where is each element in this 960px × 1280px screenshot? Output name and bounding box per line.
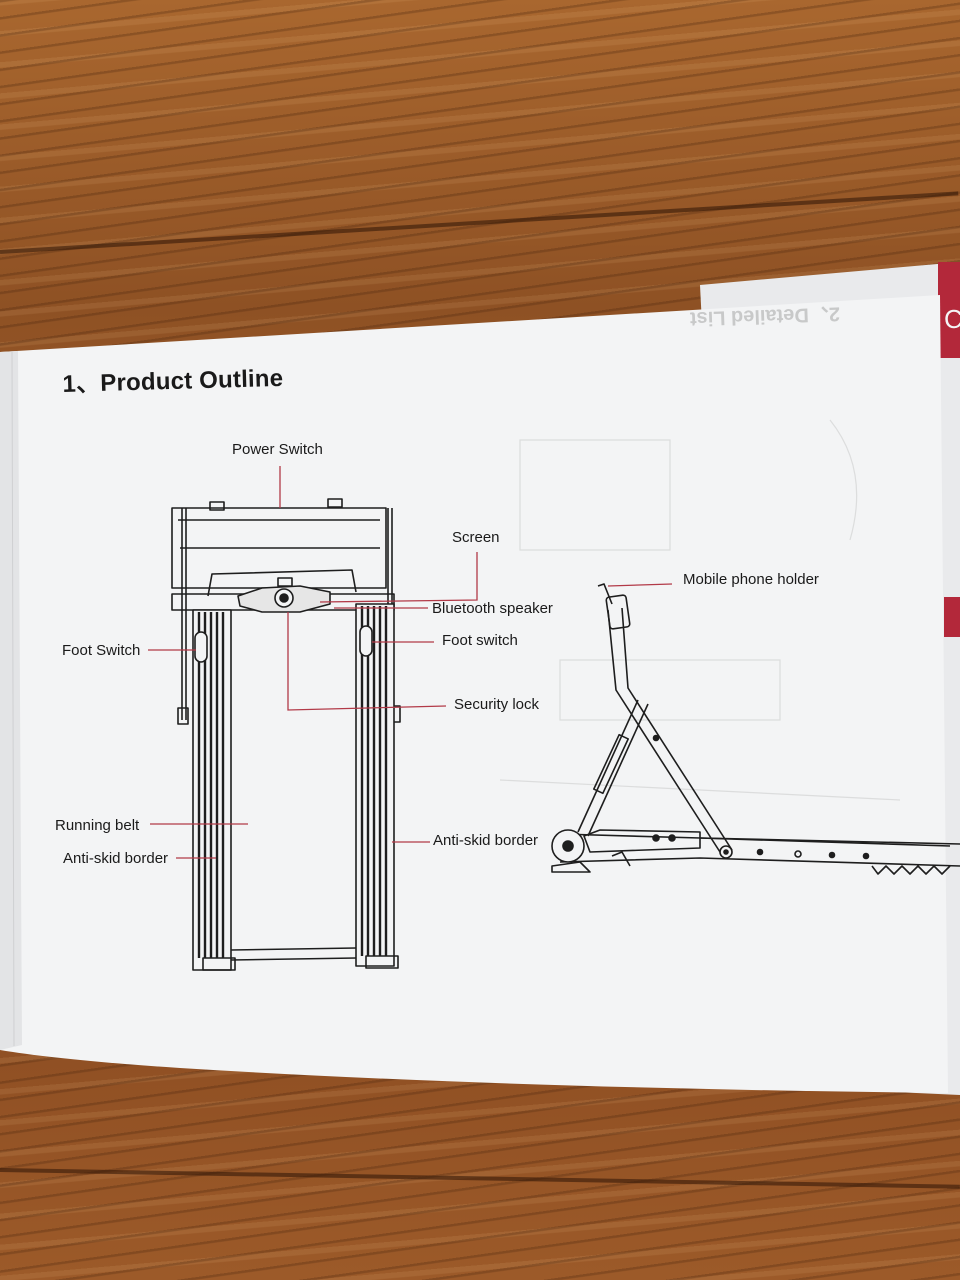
bleed-through-drawing (499, 419, 901, 801)
page-tab-letter: C (944, 304, 960, 334)
label-bluetooth-speaker: Bluetooth speaker (432, 600, 553, 617)
label-anti-skid-border-right: Anti-skid border (433, 832, 539, 849)
leader-security-lock (287, 612, 447, 711)
label-mobile-phone-holder: Mobile phone holder (683, 571, 819, 588)
label-screen: Screen (452, 529, 500, 546)
leader-mobile-phone-holder (607, 583, 673, 587)
leader-screen (319, 552, 478, 603)
label-anti-skid-border-left: Anti-skid border (63, 850, 169, 867)
treadmill-side-view-drawing (551, 583, 960, 875)
bleed-through-title: 2、Detailed List (689, 302, 841, 330)
label-foot-switch-left: Foot Switch (62, 642, 141, 659)
page-tab (944, 597, 960, 637)
current-page (0, 295, 948, 1093)
label-security-lock: Security lock (454, 696, 540, 713)
page-stack-edge (0, 351, 22, 1050)
label-foot-switch-right: Foot switch (442, 632, 518, 649)
section-heading: 1、Product Outline (62, 364, 284, 398)
leader-lines (148, 466, 673, 859)
page-tab (938, 262, 960, 358)
treadmill-front-view-drawing (171, 498, 401, 971)
label-running-belt: Running belt (55, 817, 140, 834)
label-power-switch: Power Switch (232, 441, 323, 458)
